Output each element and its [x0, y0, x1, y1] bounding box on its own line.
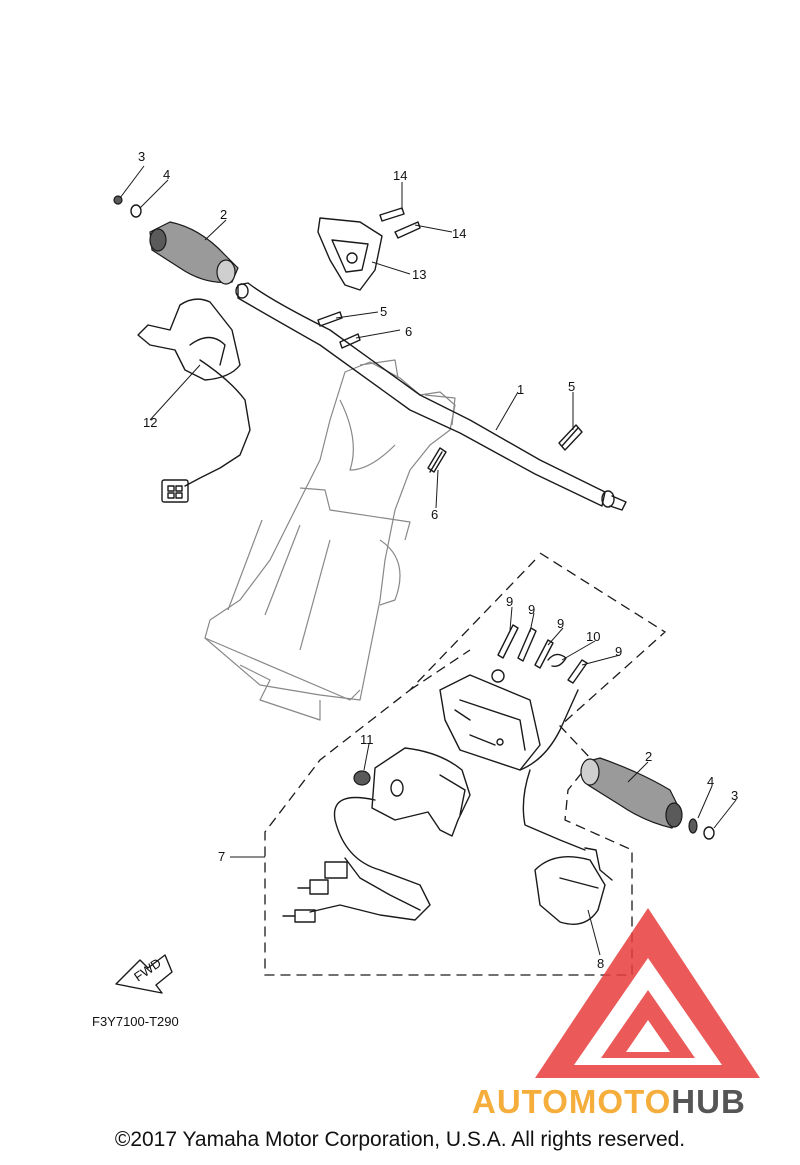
callout-6: 6 [431, 507, 438, 522]
bolt-14-b [394, 221, 421, 239]
harness-7 [282, 796, 431, 923]
steering-column-outline [204, 359, 456, 721]
callout-9: 9 [528, 602, 535, 617]
bolt-5-right [558, 424, 583, 451]
callout-4: 4 [163, 167, 170, 182]
switch-housing [439, 669, 541, 771]
callout-3: 3 [138, 149, 145, 164]
screws-9 [497, 624, 588, 684]
bolt-5-upper [317, 311, 343, 327]
callout-5: 5 [568, 379, 575, 394]
callout-6: 6 [405, 324, 412, 339]
kill-switch-8 [534, 847, 613, 925]
callout-numbers: 3 4 2 14 14 13 5 6 1 5 6 12 9 9 9 10 9 1… [138, 149, 738, 971]
callout-8: 8 [597, 956, 604, 971]
watermark-hub: HUB [671, 1083, 746, 1120]
callout-2: 2 [645, 749, 652, 764]
callout-14: 14 [393, 168, 407, 183]
leader-lines [119, 165, 737, 956]
grip-right [580, 757, 683, 829]
callout-9: 9 [615, 644, 622, 659]
washer-4-left [130, 204, 142, 218]
callout-9: 9 [506, 594, 513, 609]
callout-3: 3 [731, 788, 738, 803]
grip-left [149, 221, 239, 285]
fwd-arrow-icon: FWD [115, 954, 173, 994]
bolt-6-lower [427, 447, 447, 473]
lever-assembly-12 [137, 298, 251, 503]
callout-4: 4 [707, 774, 714, 789]
clip-10 [547, 653, 567, 668]
nut-11 [353, 770, 371, 786]
callout-7: 7 [218, 849, 225, 864]
lever-7 [371, 747, 471, 837]
callout-11: 11 [360, 732, 374, 747]
kit-boundary [264, 552, 667, 976]
washer-4-right [688, 818, 698, 834]
callout-13: 13 [412, 267, 426, 282]
bolt-6-upper [339, 333, 361, 349]
callout-10: 10 [586, 629, 600, 644]
callout-9: 9 [557, 616, 564, 631]
copyright-notice: ©2017 Yamaha Motor Corporation, U.S.A. A… [114, 1128, 686, 1151]
callout-12: 12 [143, 415, 157, 430]
bolt-14-a [379, 207, 405, 222]
watermark-moto: MOTO [568, 1083, 672, 1120]
screw-3-right [703, 826, 715, 840]
callout-14: 14 [452, 226, 466, 241]
diagram-code: F3Y7100-T290 [92, 1014, 179, 1029]
callout-1: 1 [517, 382, 524, 397]
watermark-auto: AUTO [472, 1083, 569, 1120]
watermark-logo [535, 908, 760, 1078]
callout-2: 2 [220, 207, 227, 222]
handlebar [235, 282, 627, 511]
watermark-text: AUTOMOTOHUB [472, 1083, 746, 1121]
cover-13 [317, 217, 383, 291]
callout-5: 5 [380, 304, 387, 319]
